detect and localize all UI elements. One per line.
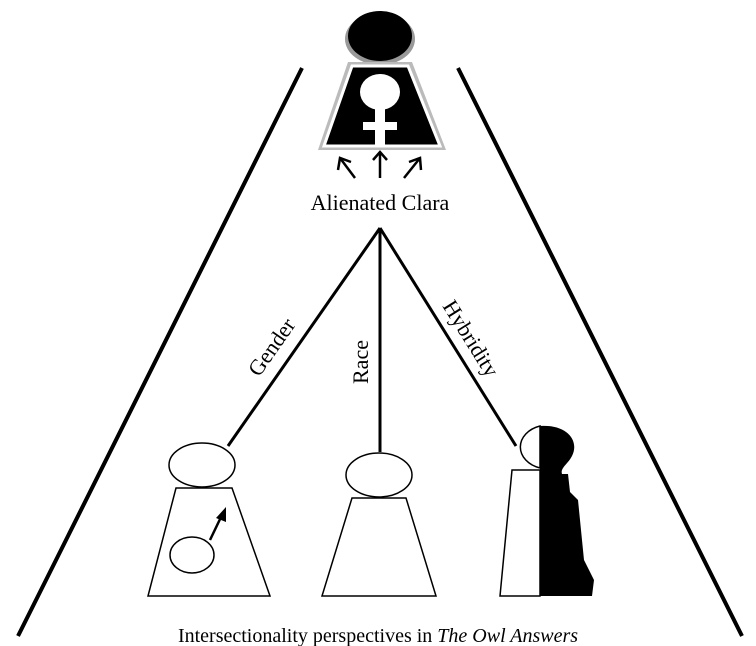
caption-prefix: Intersectionality perspectives in: [178, 625, 437, 646]
gender-branch-line: [226, 227, 382, 447]
top-figure-female-icon: [318, 11, 446, 150]
middle-figure-icon: [320, 452, 438, 597]
right-figure-hybrid-icon: [499, 425, 594, 597]
caption: Intersectionality perspectives in The Ow…: [178, 625, 578, 646]
hybridity-branch-line: [378, 227, 518, 447]
right-boundary-line: [456, 67, 744, 637]
race-branch-label: Race: [348, 340, 373, 384]
left-figure-male-icon: [147, 442, 272, 597]
left-boundary-line: [16, 67, 304, 637]
upward-arrows: [336, 150, 423, 179]
gender-branch-label: Gender: [243, 313, 301, 381]
caption-title: The Owl Answers: [437, 625, 578, 646]
center-label-alienated-clara: Alienated Clara: [311, 190, 450, 215]
